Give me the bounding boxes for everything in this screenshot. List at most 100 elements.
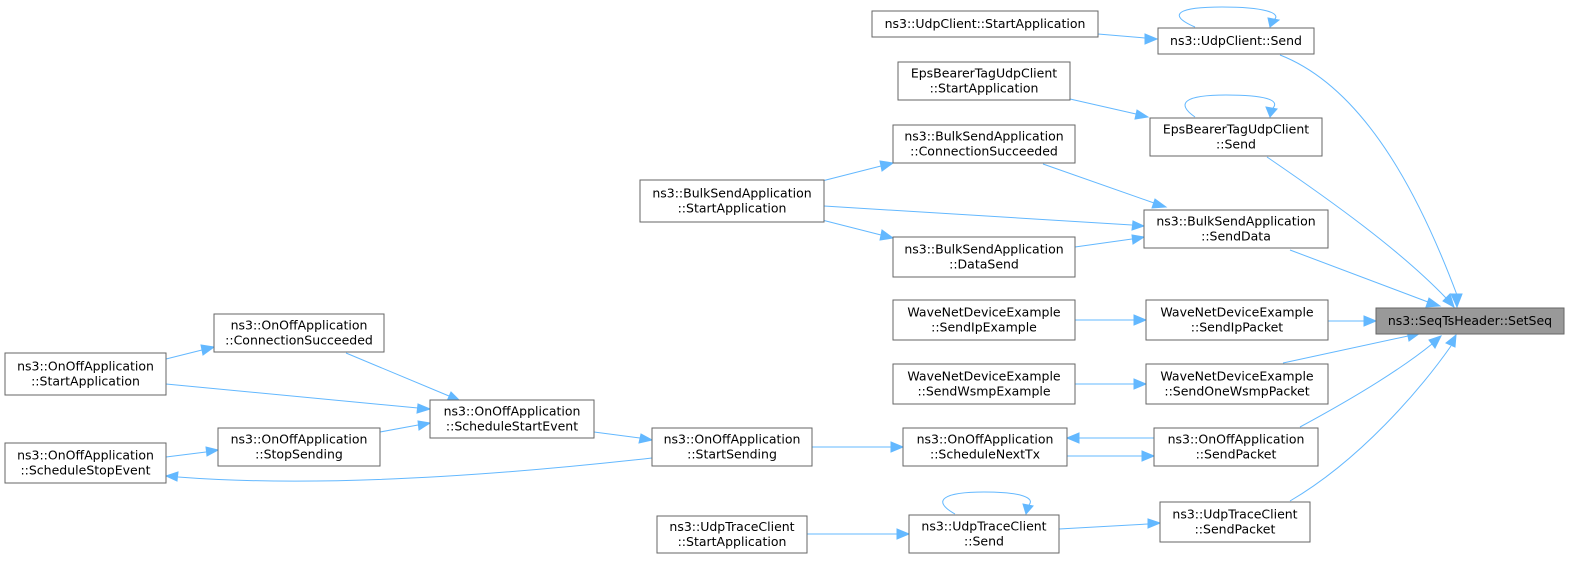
edge-onoff-startsending-to-onoff-schedstop bbox=[164, 457, 653, 482]
edge-bulk-startapp-to-bulk-connsucc bbox=[821, 160, 895, 182]
edge-line bbox=[1178, 6, 1277, 28]
arrow-head-icon bbox=[417, 420, 432, 431]
node-onoff-schednexttx[interactable]: ns3::OnOffApplication::ScheduleNextTx bbox=[902, 427, 1068, 467]
edge-line bbox=[345, 352, 450, 397]
arrow-head-icon bbox=[1442, 293, 1455, 309]
edge-udptrace-send-to-udptrace-sendpacket bbox=[1058, 518, 1162, 530]
node-box bbox=[1149, 117, 1323, 157]
node-label-line: ns3::BulkSendApplication bbox=[1156, 214, 1315, 229]
node-label-line: ::SendIpExample bbox=[931, 320, 1037, 335]
node-label-line: ns3::OnOffApplication bbox=[231, 432, 368, 447]
node-box bbox=[1143, 209, 1329, 249]
node-box bbox=[902, 427, 1068, 467]
arrow-head-icon bbox=[205, 446, 220, 457]
arrow-head-icon bbox=[164, 471, 179, 482]
arrow-head-icon bbox=[1450, 293, 1463, 309]
edge-onoff-stopsending-to-onoff-schedstart bbox=[379, 420, 432, 433]
node-udptrace-send[interactable]: ns3::UdpTraceClient::Send bbox=[908, 514, 1060, 554]
node-label-line: ::SendPacket bbox=[1195, 522, 1276, 537]
arrow-head-icon bbox=[1147, 518, 1162, 529]
arrow-head-icon bbox=[896, 528, 911, 540]
node-udptrace-startapp[interactable]: ns3::UdpTraceClient::StartApplication bbox=[656, 515, 808, 554]
node-wave-sendonewsmp[interactable]: WaveNetDeviceExample::SendOneWsmpPacket bbox=[1145, 363, 1329, 405]
edge-onoff-schednexttx-to-onoff-sendpacket bbox=[1067, 450, 1156, 462]
node-wave-sendipexample[interactable]: WaveNetDeviceExample::SendIpExample bbox=[892, 299, 1076, 341]
node-label-line: ns3::OnOffApplication bbox=[1168, 432, 1305, 447]
node-label-line: ::ScheduleStartEvent bbox=[446, 419, 578, 434]
node-onoff-schedstop[interactable]: ns3::OnOffApplication::ScheduleStopEvent bbox=[4, 442, 167, 484]
node-box bbox=[871, 10, 1099, 38]
node-label-line: ns3::OnOffApplication bbox=[17, 359, 154, 374]
node-onoff-connsucc[interactable]: ns3::OnOffApplication::ConnectionSucceed… bbox=[213, 313, 385, 353]
node-label-line: ns3::OnOffApplication bbox=[17, 448, 154, 463]
arrow-head-icon bbox=[879, 229, 895, 241]
edge-line bbox=[1299, 343, 1433, 428]
node-box bbox=[217, 427, 381, 467]
node-box bbox=[892, 236, 1076, 278]
node-label-line: EpsBearerTagUdpClient bbox=[911, 66, 1057, 81]
node-seqts-setseq: ns3::SeqTsHeader::SetSeq bbox=[1375, 307, 1565, 335]
edge-udptrace-startapp-to-udptrace-send bbox=[807, 528, 911, 540]
edge-line bbox=[1266, 156, 1447, 299]
node-box bbox=[4, 352, 167, 396]
node-label-line: ns3::SeqTsHeader::SetSeq bbox=[1388, 313, 1552, 328]
node-box bbox=[429, 399, 595, 439]
node-box bbox=[1145, 363, 1329, 405]
edge-line bbox=[821, 219, 882, 236]
node-onoff-sendpacket[interactable]: ns3::OnOffApplication::SendPacket bbox=[1153, 427, 1319, 467]
edge-line bbox=[177, 457, 653, 482]
edge-eps-send-to-seqts-setseq bbox=[1266, 156, 1455, 309]
node-label-line: ns3::OnOffApplication bbox=[917, 432, 1054, 447]
edge-line bbox=[1042, 163, 1155, 204]
node-label-line: ::StartSending bbox=[687, 447, 777, 462]
node-udpclient-send[interactable]: ns3::UdpClient::Send bbox=[1157, 27, 1315, 55]
node-bulk-connsucc[interactable]: ns3::BulkSendApplication::ConnectionSucc… bbox=[892, 124, 1076, 164]
arrow-head-icon bbox=[879, 160, 895, 172]
node-bulk-startapp[interactable]: ns3::BulkSendApplication::StartApplicati… bbox=[639, 179, 825, 223]
node-onoff-stopsending[interactable]: ns3::OnOffApplication::StopSending bbox=[217, 427, 381, 467]
node-udptrace-sendpacket[interactable]: ns3::UdpTraceClient::SendPacket bbox=[1159, 501, 1311, 543]
node-bulk-datasend[interactable]: ns3::BulkSendApplication::DataSend bbox=[892, 236, 1076, 278]
arrow-head-icon bbox=[1141, 450, 1156, 462]
node-onoff-schedstart[interactable]: ns3::OnOffApplication::ScheduleStartEven… bbox=[429, 399, 595, 439]
node-onoff-startapp[interactable]: ns3::OnOffApplication::StartApplication bbox=[4, 352, 167, 396]
node-box bbox=[1159, 501, 1311, 543]
edge-bulk-senddata-to-seqts-setseq bbox=[1289, 249, 1442, 308]
edge-line bbox=[1289, 345, 1452, 502]
edge-udptrace-sendpacket-to-seqts-setseq bbox=[1289, 333, 1457, 502]
arrow-head-icon bbox=[416, 403, 432, 414]
arrow-head-icon bbox=[200, 344, 216, 356]
edge-wave-sendippacket-to-seqts-setseq bbox=[1328, 315, 1378, 327]
edge-udpclient-send-to-udpclient-send bbox=[1178, 6, 1281, 28]
node-label-line: ns3::BulkSendApplication bbox=[904, 129, 1063, 144]
edge-onoff-connsucc-to-onoff-schedstart bbox=[345, 352, 462, 402]
arrow-head-icon bbox=[1151, 198, 1168, 209]
edge-onoff-startapp-to-onoff-schedstart bbox=[165, 383, 432, 414]
node-label-line: ns3::UdpClient::Send bbox=[1170, 33, 1302, 48]
edge-line bbox=[1279, 54, 1458, 296]
node-box bbox=[897, 61, 1071, 101]
node-wave-sendwsmpexample[interactable]: WaveNetDeviceExample::SendWsmpExample bbox=[892, 363, 1076, 405]
node-bulk-senddata[interactable]: ns3::BulkSendApplication::SendData bbox=[1143, 209, 1329, 249]
arrow-head-icon bbox=[1133, 314, 1148, 326]
node-onoff-startsending[interactable]: ns3::OnOffApplication::StartSending bbox=[651, 427, 813, 467]
node-label-line: WaveNetDeviceExample bbox=[907, 369, 1061, 384]
node-box bbox=[892, 124, 1076, 164]
node-eps-startapp[interactable]: EpsBearerTagUdpClient::StartApplication bbox=[897, 61, 1071, 101]
node-wave-sendippacket[interactable]: WaveNetDeviceExample::SendIpPacket bbox=[1145, 299, 1329, 341]
arrow-head-icon bbox=[1428, 335, 1442, 349]
node-label-line: ::DataSend bbox=[949, 257, 1019, 272]
node-eps-send[interactable]: EpsBearerTagUdpClient::Send bbox=[1149, 117, 1323, 157]
arrow-head-icon bbox=[890, 441, 905, 453]
edge-onoff-sendpacket-to-seqts-setseq bbox=[1299, 335, 1442, 428]
node-label-line: ::ScheduleStopEvent bbox=[20, 463, 150, 478]
edge-wave-sendwsmpexample-to-wave-sendonewsmp bbox=[1075, 378, 1148, 390]
node-udpclient-startapp[interactable]: ns3::UdpClient::StartApplication bbox=[871, 10, 1099, 38]
node-label-line: ::SendPacket bbox=[1196, 447, 1277, 462]
edges-layer bbox=[164, 6, 1463, 540]
arrow-head-icon bbox=[1134, 109, 1150, 120]
nodes-layer: ns3::SeqTsHeader::SetSeq ns3::UdpClient::… bbox=[4, 10, 1565, 554]
arrow-head-icon bbox=[1065, 432, 1080, 444]
node-label-line: ::SendData bbox=[1201, 229, 1271, 244]
node-box bbox=[892, 363, 1076, 405]
